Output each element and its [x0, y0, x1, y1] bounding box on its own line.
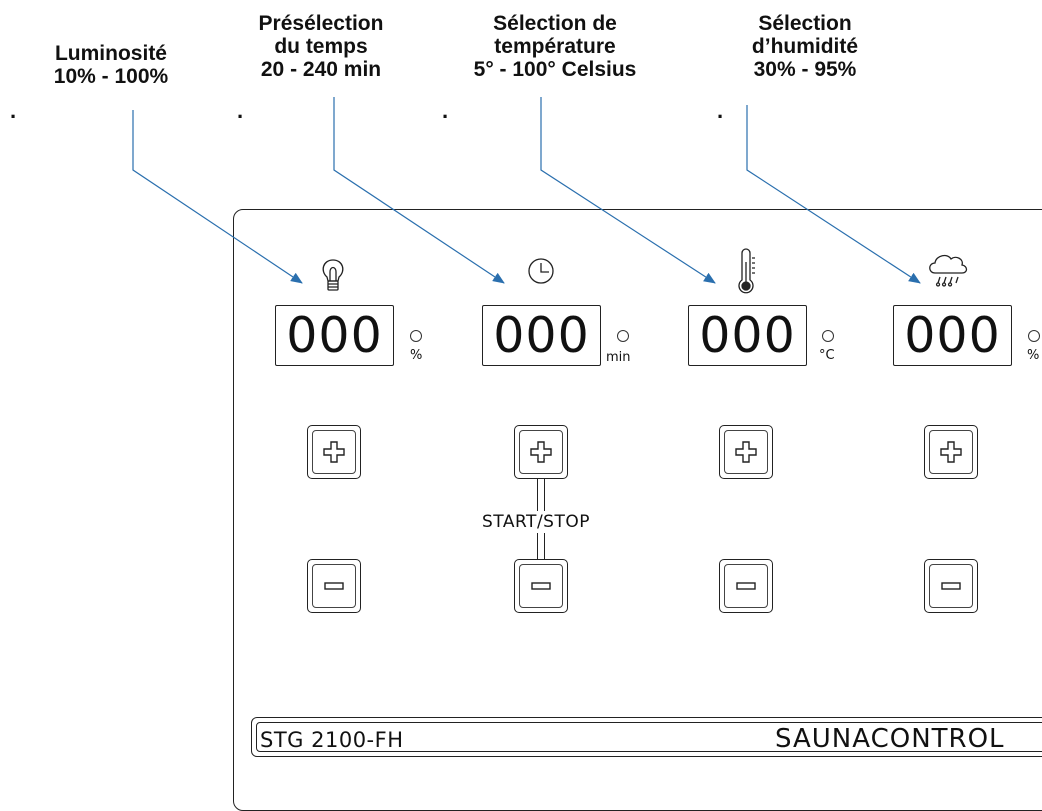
footer-strip [251, 717, 1042, 757]
brand-label: SAUNACONTROL [775, 724, 1005, 754]
time-minus-button[interactable] [514, 559, 568, 613]
plus-icon [735, 441, 757, 463]
callout-humidity: Sélection d’humidité 30% - 95% [720, 12, 890, 81]
time-unit: min [606, 350, 631, 365]
plus-icon [940, 441, 962, 463]
humidity-unit: % [1027, 348, 1040, 363]
brightness-leader-arrow [132, 110, 303, 284]
minus-icon [941, 582, 961, 590]
callout-line: 10% - 100% [53, 65, 169, 88]
brightness-minus-button[interactable] [307, 559, 361, 613]
callout-dot: . [10, 98, 17, 123]
minus-icon [531, 582, 551, 590]
humidity-led [1028, 330, 1040, 342]
time-leader-arrow [333, 97, 505, 284]
humidity-plus-button[interactable] [924, 425, 978, 479]
lightbulb-icon [322, 259, 344, 291]
thermometer-icon [738, 248, 755, 294]
plus-icon [323, 441, 345, 463]
callout-arrows-overlay [132, 97, 968, 294]
temperature-plus-button[interactable] [719, 425, 773, 479]
brightness-plus-button[interactable] [307, 425, 361, 479]
callout-line: Présélection [258, 12, 384, 35]
minus-icon [324, 582, 344, 590]
time-display: 000 [482, 305, 601, 366]
model-label: STG 2100-FH [260, 728, 404, 752]
callout-brightness: Luminosité 10% - 100% [36, 42, 186, 88]
callout-line: 30% - 95% [753, 58, 857, 81]
temperature-display: 000 [688, 305, 807, 366]
callout-line: température [494, 35, 616, 58]
clock-icon [528, 258, 554, 284]
callout-time: Présélection du temps 20 - 240 min [226, 12, 416, 81]
callout-dot: . [717, 98, 724, 123]
callout-dot: . [237, 98, 244, 123]
start-stop-label: START/STOP [482, 512, 590, 532]
temperature-led [822, 330, 834, 342]
callout-line: Luminosité [54, 42, 167, 65]
humidity-display: 000 [893, 305, 1012, 366]
rain-cloud-icon [929, 254, 968, 287]
brightness-display: 000 [275, 305, 394, 366]
start-stop-connector-bottom [537, 533, 545, 559]
brightness-unit: % [410, 348, 423, 363]
time-plus-button[interactable] [514, 425, 568, 479]
humidity-leader-arrow [746, 105, 921, 284]
humidity-minus-button[interactable] [924, 559, 978, 613]
callout-line: 5° - 100° Celsius [473, 58, 637, 81]
start-stop-connector-top [537, 479, 545, 511]
brightness-led [410, 330, 422, 342]
callout-line: Sélection [758, 12, 852, 35]
callout-line: Sélection de [493, 12, 617, 35]
callout-line: 20 - 240 min [260, 58, 382, 81]
temperature-leader-arrow [540, 97, 716, 284]
callout-line: du temps [274, 35, 368, 58]
callout-line: d’humidité [751, 35, 859, 58]
plus-icon [530, 441, 552, 463]
callout-temperature: Sélection de température 5° - 100° Celsi… [430, 12, 680, 81]
minus-icon [736, 582, 756, 590]
temperature-minus-button[interactable] [719, 559, 773, 613]
time-led [617, 330, 629, 342]
callout-dot: . [442, 98, 449, 123]
temperature-unit: °C [819, 348, 835, 363]
